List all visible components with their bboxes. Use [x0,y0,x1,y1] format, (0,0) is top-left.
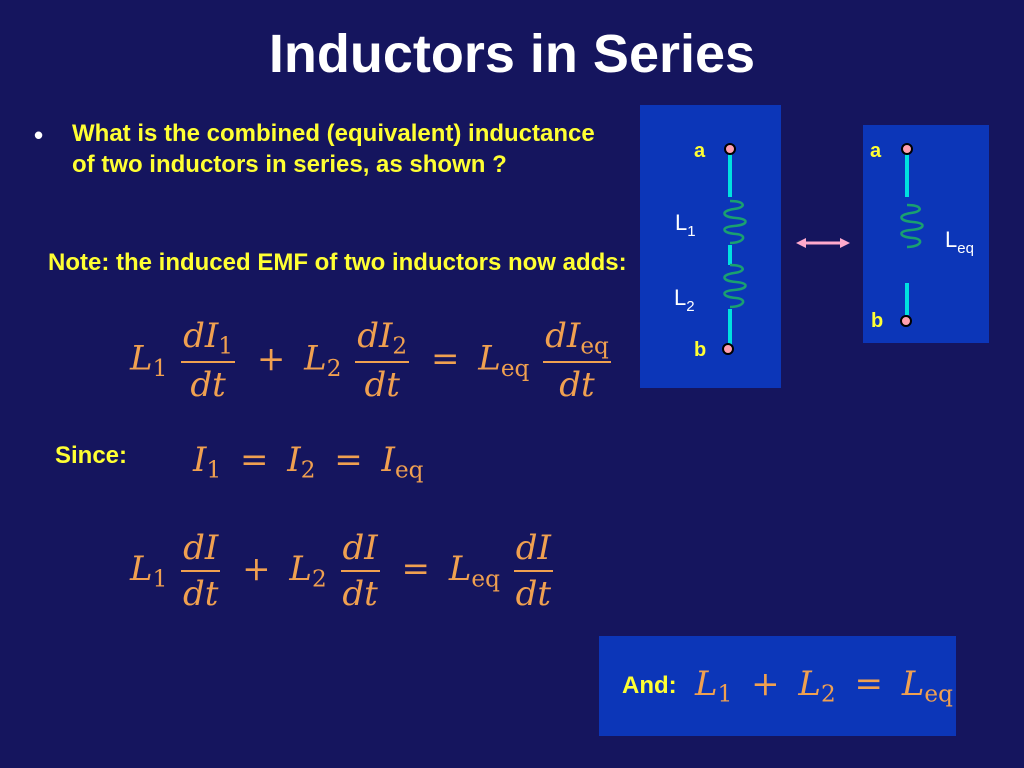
equation-result: L1 + L2 = Leq [695,664,953,708]
slide-title: Inductors in Series [268,24,756,84]
and-label: And: [622,672,677,699]
inductor-l2-label: L2 [674,285,695,315]
inductor-l1-coil [723,199,747,245]
left-terminal-a [724,143,736,155]
circuit-diagram: a b L1 L2 a b Leq [640,105,989,388]
right-terminal-a-label: a [870,140,882,162]
inductor-l1-label: L1 [675,210,696,240]
right-terminal-b [900,315,912,327]
left-terminal-b [722,343,734,355]
left-circuit-panel [640,105,781,388]
note-text: Note: the induced EMF of two inductors n… [48,249,627,276]
inductor-leq-label: Leq [945,227,974,257]
equation-current-equal: I1 = I2 = Ieq [193,440,424,484]
left-terminal-a-label: a [694,140,706,162]
result-panel [599,636,956,736]
bullet-marker: • [34,120,44,150]
inductor-leq-coil [900,203,924,249]
right-circuit-panel [863,125,989,343]
right-terminal-a [901,143,913,155]
equivalence-arrow-icon [796,238,850,248]
right-terminal-b-label: b [871,310,883,332]
bullet-question: What is the combined (equivalent) induct… [72,120,595,178]
left-terminal-b-label: b [694,339,706,361]
inductor-l2-coil [723,263,747,309]
since-label: Since: [55,442,128,469]
